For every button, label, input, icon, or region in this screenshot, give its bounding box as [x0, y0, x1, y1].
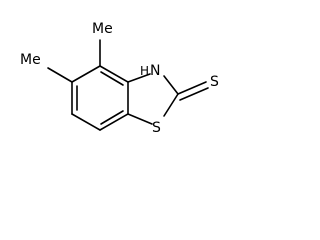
nh-nitrogen-label: N — [150, 63, 160, 79]
bond-c7-c7a-inner — [100, 110, 124, 125]
ring-sulfur-label: S — [152, 120, 161, 136]
bond-c5-methyl — [47, 67, 73, 83]
bond-c7a-s1 — [127, 113, 153, 125]
bond-c3a-n3 — [127, 73, 151, 83]
bond-c4-c5 — [71, 65, 101, 83]
bond-c2-thione-1 — [177, 81, 207, 95]
bond-n3-c2 — [163, 75, 179, 95]
methyl-top-label: Me — [92, 21, 113, 37]
thiazole-ring — [127, 73, 179, 125]
bond-c2-s1 — [163, 93, 179, 117]
methyl-left-label: Me — [20, 52, 41, 68]
benzene-ring — [71, 65, 129, 131]
bond-c3a-c4 — [99, 65, 129, 83]
thione-sulfur-label: S — [210, 74, 219, 90]
bond-c6-c7 — [71, 113, 101, 131]
bond-c2-thione-2 — [179, 87, 209, 101]
nh-hydrogen-label: H — [140, 64, 149, 78]
bond-c3a-c4-inner — [100, 71, 124, 86]
benzothiazole-thione-structure: Me Me H N S S — [20, 21, 219, 136]
bond-c7-c7a — [99, 113, 129, 131]
